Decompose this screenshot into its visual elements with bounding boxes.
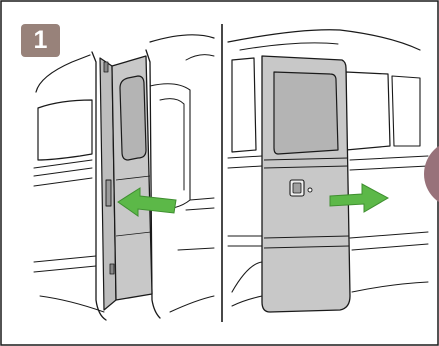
door-window (274, 72, 338, 154)
door-window (120, 76, 146, 160)
keyhole-icon (308, 188, 312, 192)
sliding-door-closed (262, 56, 350, 312)
door-handle-icon (106, 180, 111, 206)
hinge-icon (104, 62, 108, 72)
sliding-door-open (100, 56, 152, 310)
step-number-badge: 1 (21, 24, 60, 57)
hinge-icon (110, 264, 114, 274)
door-handle-grip (293, 183, 301, 193)
